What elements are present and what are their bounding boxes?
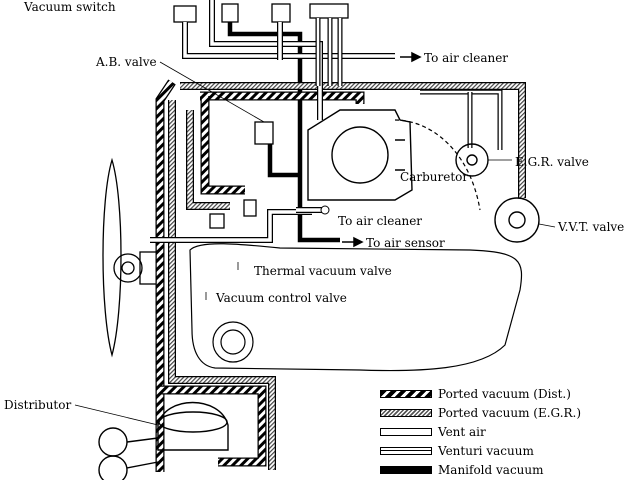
legend-label: Ported vacuum (E.G.R.): [438, 405, 582, 420]
legend-row-venturi: Venturi vacuum: [380, 441, 581, 460]
venturi-vacuum-lines: [315, 18, 503, 150]
legend-label: Vent air: [438, 424, 486, 439]
carburetor-label: Carburetor: [400, 170, 469, 184]
legend-swatch-manifold: [380, 465, 432, 474]
distributor-label: Distributor: [4, 398, 72, 412]
carburetor-body: [307, 109, 413, 201]
legend-label: Manifold vacuum: [438, 462, 544, 477]
vacuum-switch-label: Vacuum switch: [24, 0, 116, 14]
to-air-cleaner-top-label: To air cleaner: [424, 51, 509, 65]
legend-label: Venturi vacuum: [438, 443, 534, 458]
legend-swatch-vent: [380, 427, 432, 436]
distributor-body: [74, 401, 229, 480]
legend-row-ported-dist: Ported vacuum (Dist.): [380, 384, 581, 403]
ab-valve-body: [159, 61, 274, 145]
to-air-sensor-label: To air sensor: [366, 236, 445, 250]
air-sensor-arrow: [342, 236, 364, 248]
legend-row-manifold: Manifold vacuum: [380, 460, 581, 479]
egr-valve-body: [455, 143, 512, 177]
legend-row-ported-egr: Ported vacuum (E.G.R.): [380, 403, 581, 422]
to-air-cleaner-mid-label: To air cleaner: [338, 214, 423, 228]
ported-vacuum-dist-lines: [155, 79, 365, 472]
vacuum-switch-units: [173, 3, 349, 23]
vacuum-control-valve-label: Vacuum control valve: [216, 291, 347, 305]
thermal-vacuum-valve-body: [237, 199, 257, 270]
engine-block: [189, 119, 523, 372]
legend-swatch-ported-dist: [380, 389, 432, 398]
egr-valve-label: E.G.R. valve: [515, 155, 589, 169]
legend-swatch-ported-egr: [380, 408, 432, 417]
legend-swatch-venturi: [380, 446, 432, 455]
vacuum-control-valve-body: [205, 213, 225, 300]
legend-label: Ported vacuum (Dist.): [438, 386, 571, 401]
air-cleaner-top-arrow: [400, 51, 422, 63]
vvt-valve-body: [494, 197, 556, 243]
ab-valve-label: A.B. valve: [96, 55, 157, 69]
air-cleaner-mid-arrow: [296, 205, 330, 215]
vvt-valve-label: V.V.T. valve: [558, 220, 625, 234]
thermal-vacuum-valve-label: Thermal vacuum valve: [254, 264, 392, 278]
line-type-legend: Ported vacuum (Dist.) Ported vacuum (E.G…: [380, 384, 581, 479]
legend-row-vent: Vent air: [380, 422, 581, 441]
cooling-fan: [102, 157, 159, 358]
